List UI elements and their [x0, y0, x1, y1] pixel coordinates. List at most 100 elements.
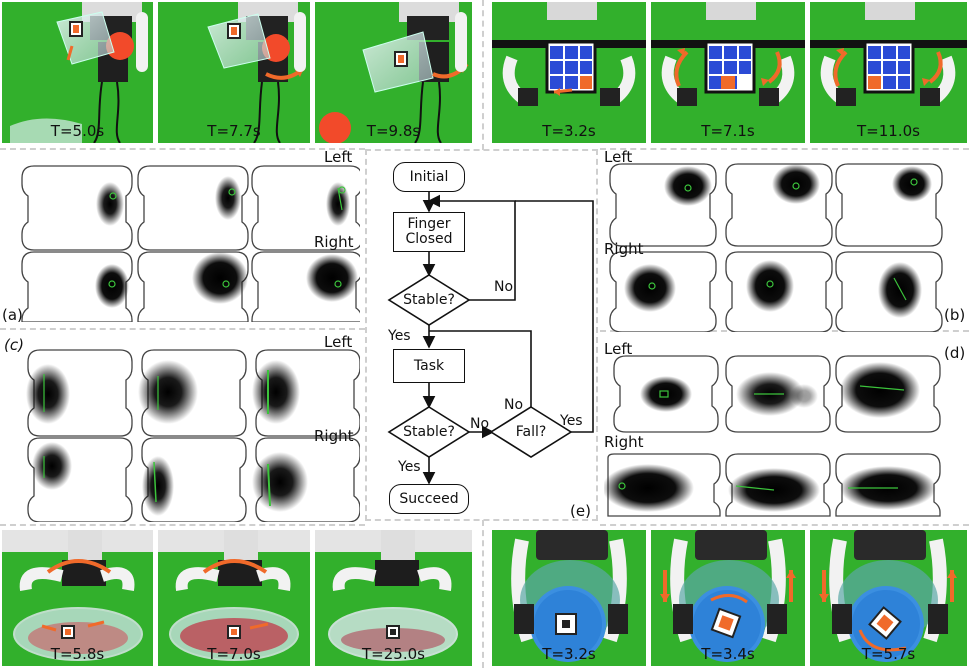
panel-label-a: (a) — [2, 306, 23, 324]
sensor-a-right-3 — [251, 251, 360, 322]
flow-initial: Initial — [393, 162, 465, 192]
row-label-left: Left — [324, 333, 353, 351]
flow-stable-1-text: Stable? — [403, 292, 455, 308]
flow-succeed-text: Succeed — [399, 490, 459, 507]
sensor-b-left-1 — [609, 163, 717, 247]
photo-bottle-3: T=5.7s — [810, 530, 967, 666]
sensor-d-left-3 — [835, 355, 941, 433]
bottle-scene-2 — [660, 530, 796, 662]
flow-finger-closed: Finger Closed — [393, 212, 465, 252]
photo-cube-2: T=7.1s — [651, 2, 805, 143]
sensor-c-right-2 — [141, 437, 247, 522]
cube-scene-3 — [810, 2, 967, 106]
time-label: T=25.0s — [362, 645, 425, 663]
sensor-b-right-3 — [835, 251, 943, 332]
flow-no-2-text: No — [470, 416, 490, 432]
time-label: T=5.0s — [50, 122, 105, 140]
time-label: T=3.4s — [701, 645, 755, 663]
flow-finger-text-2: Closed — [405, 231, 453, 247]
time-label: T=3.2s — [542, 122, 596, 140]
row-label-right: Right — [314, 233, 354, 251]
sensor-c-left-2 — [138, 349, 247, 437]
flowchart-frame — [365, 149, 598, 521]
decision-fall — [489, 406, 573, 458]
pour-scene-3 — [319, 2, 469, 143]
sensor-a-left-2 — [137, 165, 249, 251]
panel-label-e: (e) — [570, 502, 591, 520]
sensor-c-right-3 — [252, 437, 360, 522]
pour-scene-1 — [10, 2, 148, 143]
photo-bowl-3: T=25.0s — [315, 530, 472, 666]
sensor-d-left-1 — [613, 355, 719, 433]
time-label: T=7.1s — [701, 122, 755, 140]
sensor-c-right-1 — [27, 437, 133, 522]
row-label-left: Left — [604, 340, 633, 358]
time-label: T=5.7s — [861, 645, 916, 663]
panel-label-b: (b) — [944, 306, 966, 324]
bowl-scene-3 — [315, 530, 472, 661]
sensor-d-left-2 — [725, 355, 831, 433]
row-label-right: Right — [604, 433, 644, 451]
sensor-c-left-1 — [26, 349, 133, 437]
separator — [482, 520, 484, 668]
time-label: T=5.8s — [50, 645, 105, 663]
separator — [0, 328, 365, 330]
flow-yes-1-text: Yes — [388, 328, 411, 344]
flow-initial-text: Initial — [409, 168, 449, 185]
flowchart-lines — [387, 191, 594, 485]
decision-stable-1 — [387, 274, 471, 326]
sensor-d-right-1 — [604, 453, 721, 517]
sensor-a-left-1 — [21, 165, 133, 251]
sensor-a-right-1 — [21, 251, 133, 322]
flow-finger-text-1: Finger — [407, 216, 451, 232]
tactile-panel-c — [26, 349, 360, 522]
pour-scene-2 — [207, 2, 306, 143]
photo-pour-2: T=7.7s — [158, 2, 310, 143]
photo-pour-1: T=5.0s — [2, 2, 153, 143]
sensor-c-left-3 — [252, 349, 360, 437]
decision-stable-2 — [387, 406, 471, 458]
photo-bowl-1: T=5.8s — [2, 530, 153, 666]
separator — [0, 524, 365, 526]
flow-task-text: Task — [413, 357, 445, 374]
time-label: T=9.8s — [366, 122, 421, 140]
sensor-b-right-1 — [609, 251, 717, 332]
row-label-left: Left — [324, 148, 353, 166]
time-label: T=7.0s — [207, 645, 261, 663]
flow-stable-2-text: Stable? — [403, 424, 455, 440]
sensor-b-left-3 — [835, 163, 943, 247]
photo-bottle-1: T=3.2s — [492, 530, 646, 666]
separator — [482, 0, 484, 150]
bowl-scene-1 — [2, 530, 153, 661]
sensor-d-right-3 — [835, 453, 941, 517]
photo-bowl-2: T=7.0s — [158, 530, 310, 666]
row-label-right: Right — [314, 427, 354, 445]
tactile-panel-d — [604, 355, 941, 517]
time-label: T=11.0s — [857, 122, 920, 140]
photo-cube-1: T=3.2s — [492, 2, 646, 143]
flow-fall-text: Fall? — [515, 424, 547, 440]
bottle-scene-1 — [511, 530, 628, 662]
time-label: T=3.2s — [542, 645, 596, 663]
bowl-scene-2 — [158, 530, 310, 661]
cube-scene-1 — [492, 2, 646, 106]
tactile-panel-a — [21, 165, 360, 322]
flow-succeed: Succeed — [389, 484, 469, 514]
flow-no-1-text: No — [494, 279, 514, 295]
tactile-panel-b — [609, 163, 943, 332]
separator — [600, 524, 969, 526]
flow-yes-2-text: Yes — [398, 459, 421, 475]
bottle-scene-3 — [819, 530, 957, 662]
separator — [0, 148, 365, 150]
row-label-right: Right — [604, 240, 644, 258]
time-label: T=7.7s — [207, 122, 261, 140]
sensor-d-right-2 — [725, 453, 831, 517]
flow-no-fall-text: No — [504, 397, 524, 413]
separator — [600, 148, 969, 150]
photo-bottle-2: T=3.4s — [651, 530, 805, 666]
sensor-b-right-2 — [725, 251, 833, 332]
photo-pour-3: T=9.8s — [315, 2, 472, 143]
sensor-b-left-2 — [725, 163, 833, 247]
panel-label-c: (c) — [4, 336, 24, 354]
flow-task: Task — [393, 349, 465, 383]
